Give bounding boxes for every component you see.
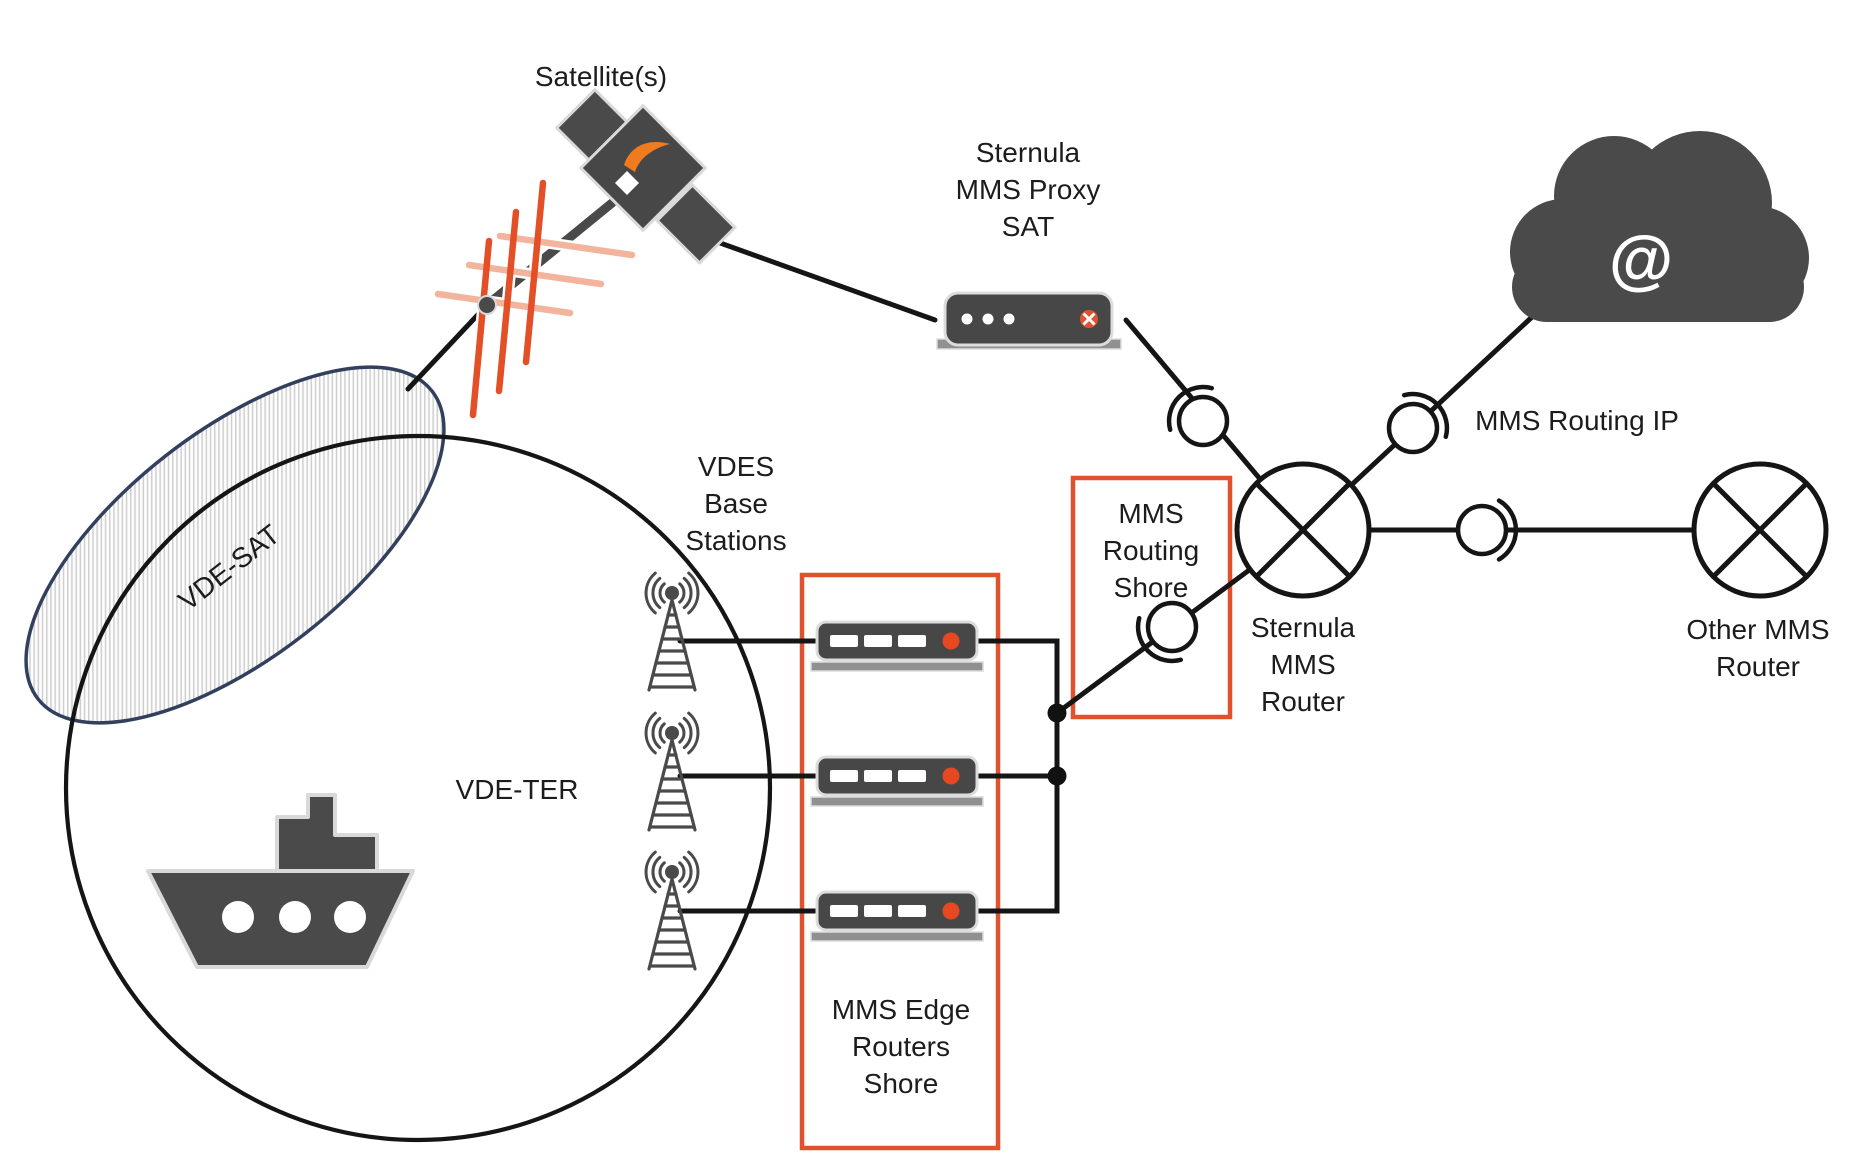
edge-router-device-icon (810, 755, 984, 807)
junction-dot (1047, 766, 1067, 786)
ship-icon (146, 793, 415, 969)
solar-panel-icon (654, 182, 738, 266)
vde-sat-coverage-ellipse (24, 365, 446, 725)
label-other-mms-router: Other MMS Router (1686, 614, 1830, 682)
interface-arc-sat (1166, 384, 1215, 433)
interface-symbols (1135, 384, 1519, 664)
interface-circle-sat (1176, 394, 1230, 448)
satellite-body (578, 103, 708, 233)
x-led-icon (1080, 310, 1098, 328)
edge-router-device-icon (810, 890, 984, 942)
antenna-tower-icon (644, 571, 700, 692)
antenna-tower-icon (644, 711, 700, 832)
interface-arc-other (1496, 498, 1519, 562)
label-vdes-base-stations: VDES Base Stations (685, 451, 787, 556)
cloud-at-icon: @ (1510, 131, 1809, 322)
label-vde-ter: VDE-TER (455, 774, 579, 805)
interface-circle-ip (1386, 401, 1440, 455)
at-symbol: @ (1609, 222, 1673, 296)
sternula-router-icon (1234, 461, 1372, 599)
interface-circle-other (1455, 503, 1509, 557)
link-satellite-to-vdesat (405, 302, 490, 392)
edge-router-device-icon (810, 620, 984, 672)
vde-ter-coverage-circle (63, 433, 773, 1143)
antenna-tower-icon (644, 850, 700, 971)
label-mms-routing-shore: MMS Routing Shore (1102, 498, 1200, 603)
mms-edge-routers-box (799, 572, 1001, 1151)
mms-routing-shore-box (1070, 475, 1233, 720)
interface-arc-ip (1401, 391, 1450, 440)
label-sternula-mms-router: Sternula MMS Router (1250, 612, 1356, 717)
junction-dot (1047, 703, 1067, 723)
label-mms-edge-routers-shore: MMS Edge Routers Shore (831, 994, 971, 1099)
other-router-icon (1691, 461, 1829, 599)
label-satellites: Satellite(s) (534, 61, 668, 92)
interface-circle-shore (1145, 600, 1199, 654)
proxy-router-device-icon (936, 291, 1122, 350)
satellite-icon (432, 87, 738, 421)
interface-arc-shore (1135, 615, 1184, 664)
label-mms-routing-ip: MMS Routing IP (1475, 405, 1679, 436)
label-proxy-sat: Sternula MMS Proxy SAT (955, 137, 1101, 242)
yagi-antenna-icon (432, 177, 638, 421)
swoosh-logo-icon (624, 142, 670, 172)
